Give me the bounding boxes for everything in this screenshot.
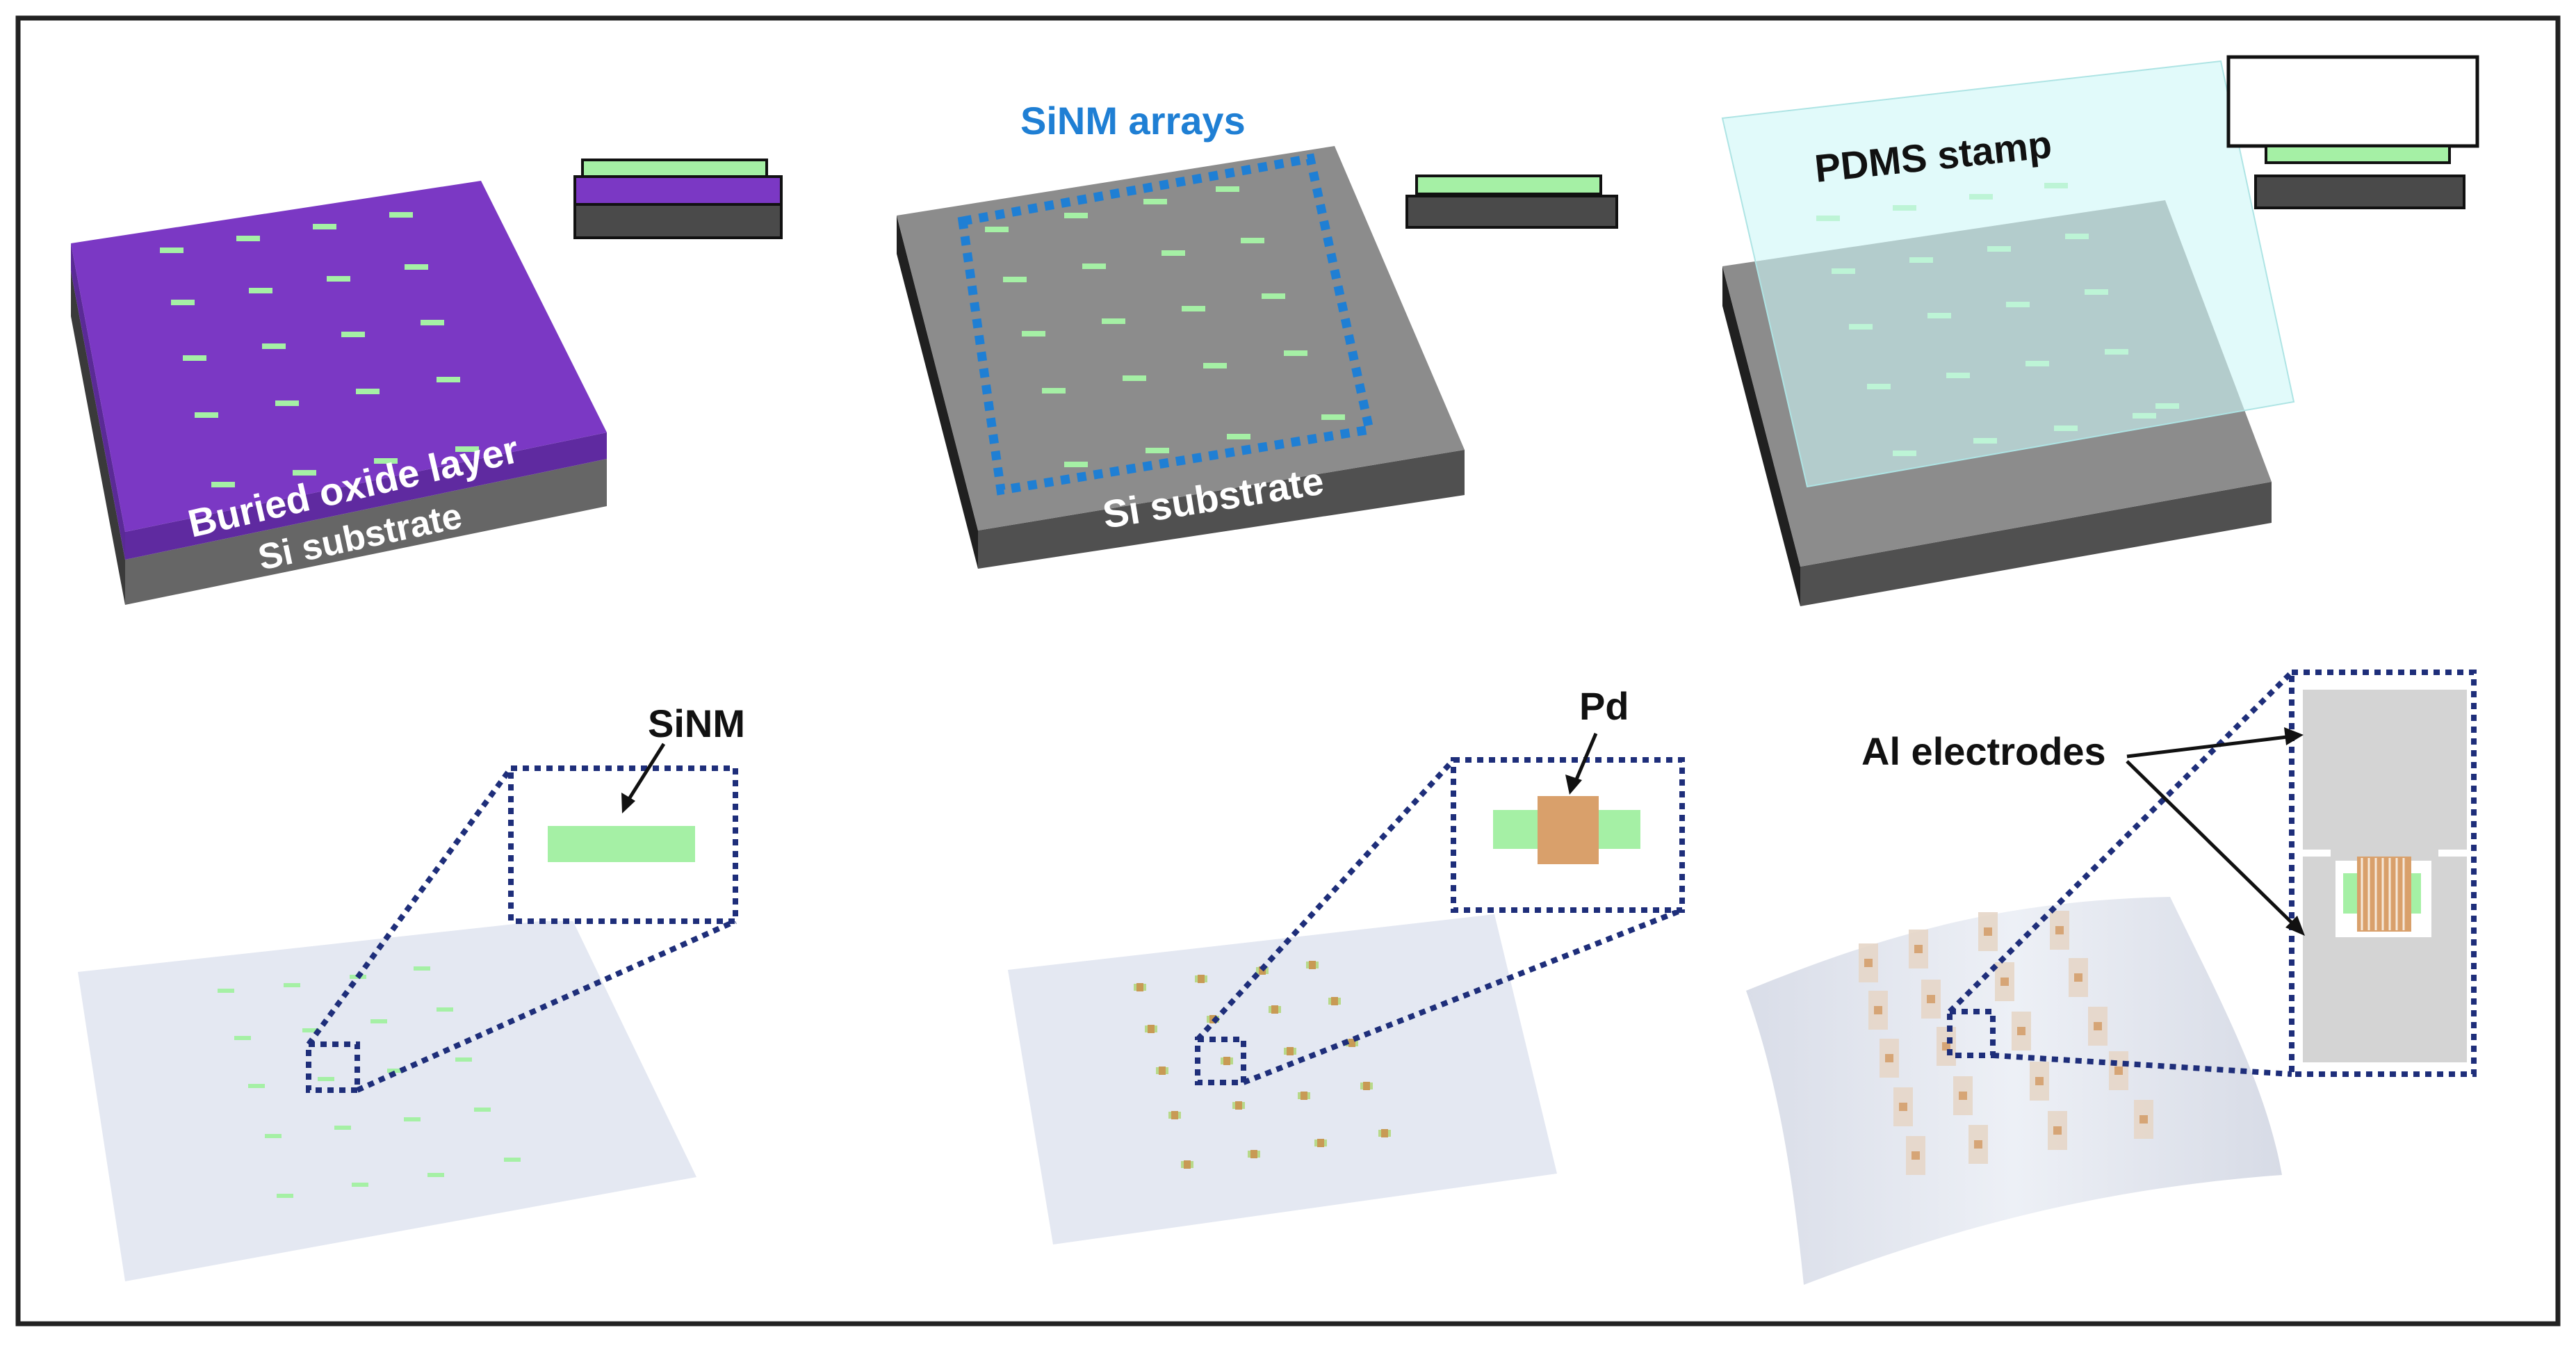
sinm-si-top-face xyxy=(897,146,1465,530)
pd-arrow xyxy=(1572,733,1598,785)
soi-si-left-face xyxy=(71,271,125,605)
label-al-electrodes: Al electrodes xyxy=(1861,729,2106,773)
electrode-zoom-detail xyxy=(2303,690,2467,1062)
sinm-array-frame xyxy=(957,153,1375,496)
sinm-si-front-face xyxy=(978,450,1465,569)
sinm-si-left-face xyxy=(897,216,978,569)
al-arrow-bottom xyxy=(2126,760,2293,924)
flex-substrate-2 xyxy=(1008,914,1557,1244)
pd-interdigit-lines xyxy=(2361,858,2405,930)
sinm-arrow xyxy=(623,743,666,806)
label-sinm-arrays: SiNM arrays xyxy=(1020,99,1246,143)
soi-si-front-face xyxy=(125,459,607,605)
pdms-stamp-body xyxy=(1721,60,2295,488)
panel-al-electrodes: Al electrodes xyxy=(1746,670,2477,1285)
panel-pdms-stamp: PDMS stamp xyxy=(1721,55,2479,606)
panel-soi-wafer: Buried oxide layer Si substrate xyxy=(71,159,783,605)
pdms-cross-section-icon xyxy=(2226,55,2479,209)
sinm-arrow-head xyxy=(621,793,635,813)
pdms-si-front-face xyxy=(1800,482,2272,606)
pd-interdigit-pad xyxy=(2357,857,2411,932)
pd-zoom-pad xyxy=(1538,796,1599,864)
sinm-zoom-strip xyxy=(548,826,695,862)
panel-pd-deposition: Pd xyxy=(1008,684,1685,1244)
soi-cross-section-icon xyxy=(573,159,783,239)
soi-oxide-front-face xyxy=(125,432,607,560)
soi-top-face xyxy=(71,181,607,532)
sinm-cross-section-icon xyxy=(1405,175,1618,229)
panel-sinm-transfer: SiNM xyxy=(78,702,745,1281)
label-sinm: SiNM xyxy=(648,702,745,745)
soi-oxide-left-face xyxy=(71,243,125,560)
top-electrode-neck xyxy=(2303,836,2467,861)
al-arrow-top xyxy=(2126,735,2288,759)
pdms-si-left-face xyxy=(1722,266,1800,606)
bottom-electrode xyxy=(2303,857,2467,1062)
al-arrow-top-head xyxy=(2284,727,2304,745)
al-arrow-bottom-head xyxy=(2285,916,2305,936)
label-pd: Pd xyxy=(1579,684,1629,728)
top-electrode xyxy=(2303,690,2467,836)
pd-arrow-head xyxy=(1565,775,1582,795)
